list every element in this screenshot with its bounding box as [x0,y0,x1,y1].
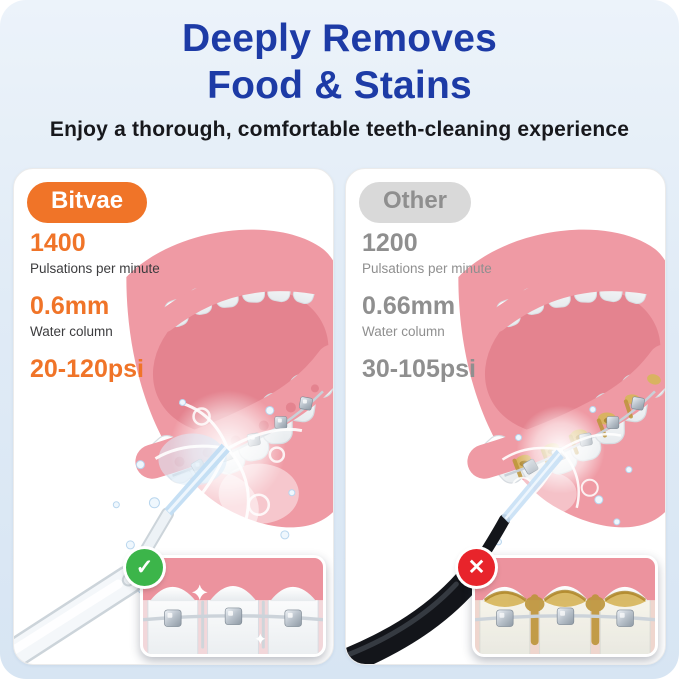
other-braces-cleaning-illustration [346,229,665,664]
title-line-2: Food & Stains [207,63,472,107]
title-line-1: Deeply Removes [182,17,497,60]
stat-water-column: 0.6mm Water column [30,292,200,339]
brand-badge-other: Other [359,182,472,223]
stat-value: 30-105psi [362,354,476,383]
cross-icon: ✕ [458,549,495,586]
sparkle-icon [191,584,266,645]
water-jet [164,443,230,516]
brand-badge-bitvae: Bitvae [27,182,148,223]
stat-pressure: 20-120psi [30,355,200,384]
check-icon: ✓ [126,549,163,586]
stat-value: 20-120psi [30,354,144,383]
page-title: Deeply Removes Food & Stains [0,16,679,110]
page-subtitle: Enjoy a thorough, comfortable teeth-clea… [49,117,630,141]
stat-value: 1200 [362,229,418,257]
other-stats: 1200 Pulsations per minute 0.66mm Water … [362,229,532,399]
clean-braces-closeup [143,558,323,654]
stat-label: Water column [362,323,445,339]
stat-pulsations: 1200 Pulsations per minute [362,229,532,276]
stat-label: Water column [30,323,113,339]
stat-value: 0.66mm [362,291,456,320]
stat-pulsations: 1400 Pulsations per minute [30,229,200,276]
bitvae-clean-teeth-inset [140,555,326,657]
bitvae-card: Bitvae 1400 Pulsations per minute 0.6mm … [13,168,334,665]
water-jet [501,449,564,523]
other-stained-teeth-inset [472,555,658,657]
header: Deeply Removes Food & Stains Enjoy a tho… [0,0,679,142]
jaw-with-braces-stained [458,229,665,528]
stained-braces-closeup [475,558,655,654]
check-glyph: ✓ [135,556,154,579]
cross-glyph: ✕ [467,556,486,579]
stat-value: 1400 [30,229,86,257]
other-card: Other 1200 Pulsations per minute 0.66mm … [345,168,666,665]
comparison-cards: Bitvae 1400 Pulsations per minute 0.6mm … [13,168,666,665]
stat-label: Pulsations per minute [30,260,160,276]
bitvae-stats: 1400 Pulsations per minute 0.6mm Water c… [30,229,200,399]
tartar-stains [483,589,647,646]
stat-label: Pulsations per minute [362,260,492,276]
stat-water-column: 0.66mm Water column [362,292,532,339]
stat-value: 0.6mm [30,291,110,320]
stat-pressure: 30-105psi [362,355,532,384]
